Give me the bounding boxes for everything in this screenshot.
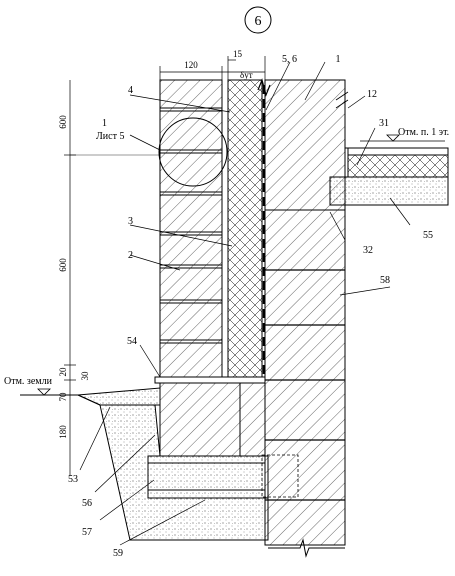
ground-level-label: Отм. земли: [4, 376, 53, 387]
callout-55: 55: [423, 230, 433, 241]
dim-120: 120: [184, 60, 198, 70]
detail-callout-circle: [158, 117, 228, 187]
wall-step-line: [344, 80, 348, 149]
brick-facing-layer: [159, 79, 223, 381]
callout-31: 31: [379, 118, 389, 129]
floor-level-label: Отм. п. 1 эт.: [398, 127, 449, 138]
callout-59: 59: [113, 548, 123, 559]
callout-5-6: 5, 6: [282, 54, 297, 65]
plinth-block: [159, 382, 266, 457]
callout-58: 58: [380, 275, 390, 286]
callout-3: 3: [128, 216, 133, 227]
plinth-cap: [154, 376, 266, 384]
callout-56: 56: [82, 498, 92, 509]
dim-600-top: 600: [58, 115, 68, 129]
concrete-footing: [147, 455, 269, 499]
dim-180: 180: [58, 425, 68, 439]
callout-4: 4: [128, 85, 133, 96]
floor-slab: [329, 176, 449, 206]
sheet-marker-circle: [244, 6, 272, 34]
callout-2: 2: [128, 250, 133, 261]
break-line-top: [257, 78, 271, 97]
dim-15: 15: [233, 49, 243, 59]
callout-32: 32: [363, 245, 373, 256]
callout-1-sheet: 1: [102, 118, 107, 129]
dim-20: 20: [58, 367, 68, 377]
dim-600-mid: 600: [58, 258, 68, 272]
callout-54: 54: [127, 336, 137, 347]
foundation-block-wall: [264, 209, 346, 546]
callout-53: 53: [68, 474, 78, 485]
dim-delta-insulation: δут: [240, 70, 253, 80]
anchor-detail-box: [261, 454, 299, 498]
floor-finish: [347, 147, 449, 156]
sheet-marker-number: 6: [255, 14, 262, 29]
blind-area: [76, 387, 161, 406]
dim-70: 70: [58, 392, 68, 402]
callout-12: 12: [367, 89, 377, 100]
dim-30: 30: [80, 371, 90, 381]
sand-bedding: [99, 404, 269, 541]
leader-lines: [79, 61, 411, 546]
callout-1-top: 1: [336, 54, 341, 65]
callout-57: 57: [82, 527, 92, 538]
break-line-bottom: [268, 538, 345, 558]
callout-1-sheet-ref: Лист 5: [96, 131, 124, 142]
floor-screed: [347, 154, 449, 178]
insulation-layer: [227, 79, 263, 381]
horizontal-dimensions: [159, 56, 266, 82]
